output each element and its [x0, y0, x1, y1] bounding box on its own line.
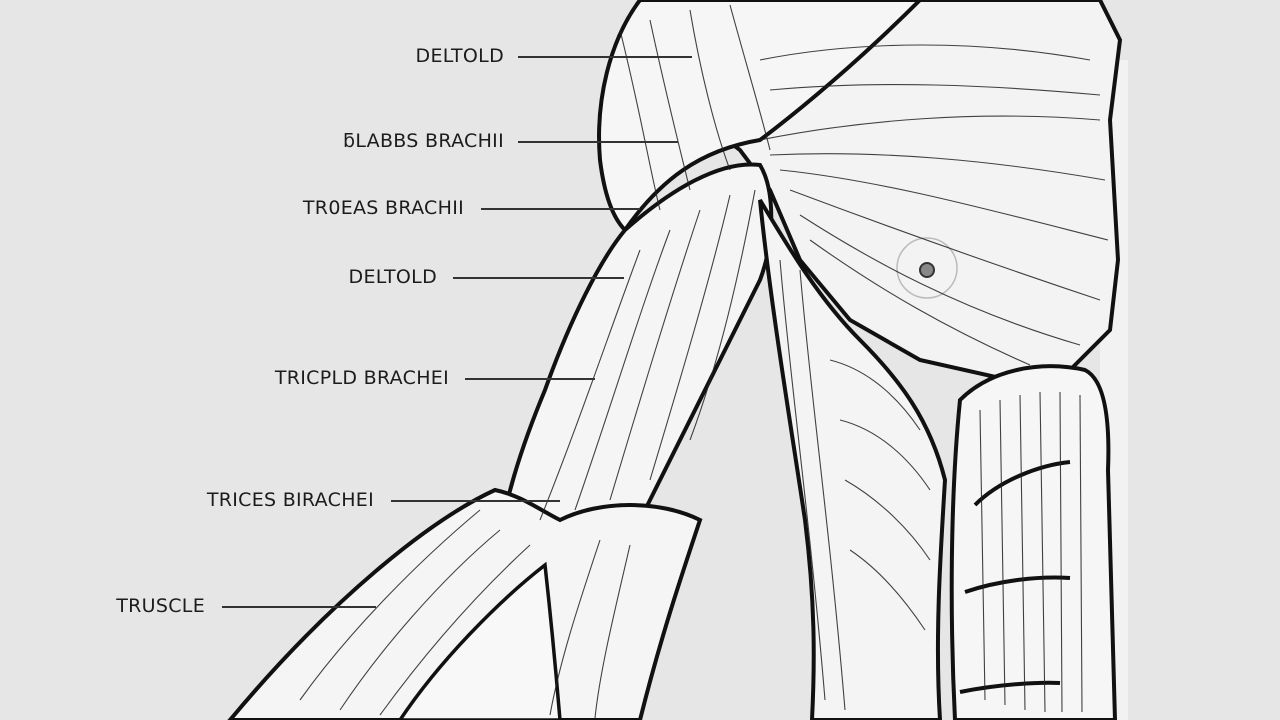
leader-line-triceps-brachii-1: [481, 208, 640, 210]
label-deltoid-1: DELTOLD: [415, 45, 504, 67]
leader-line-biceps-brachii: [518, 141, 678, 143]
serratus-muscle: [758, 198, 948, 720]
label-deltoid-2: DELTOLD: [348, 266, 437, 288]
leader-line-trices-birachei: [391, 500, 560, 502]
nipple-areola: [896, 237, 958, 299]
leader-line-truscle: [222, 606, 376, 608]
label-triceps-brachii-1: TR0EAS BRACHII: [302, 197, 464, 219]
abs-divider-3: [959, 680, 1061, 694]
leader-line-tricpld-brachei: [465, 378, 595, 380]
label-biceps-brachii: ƃLABBS BRACHII: [342, 130, 504, 152]
rectus-abdominis: [949, 364, 1118, 720]
label-truscle: TRUSCLE: [116, 595, 205, 617]
abs-divider-2: [964, 575, 1071, 594]
leader-line-deltoid-2: [453, 277, 624, 279]
leader-line-deltoid-1: [518, 56, 692, 58]
forearm-muscle: [227, 487, 703, 720]
muscle-fibers: [299, 4, 1109, 719]
label-tricpld-brachei: TRICPLD BRACHEI: [274, 367, 449, 389]
nipple: [919, 262, 935, 278]
label-trices-birachei: TRICES BIRACHEI: [206, 489, 374, 511]
